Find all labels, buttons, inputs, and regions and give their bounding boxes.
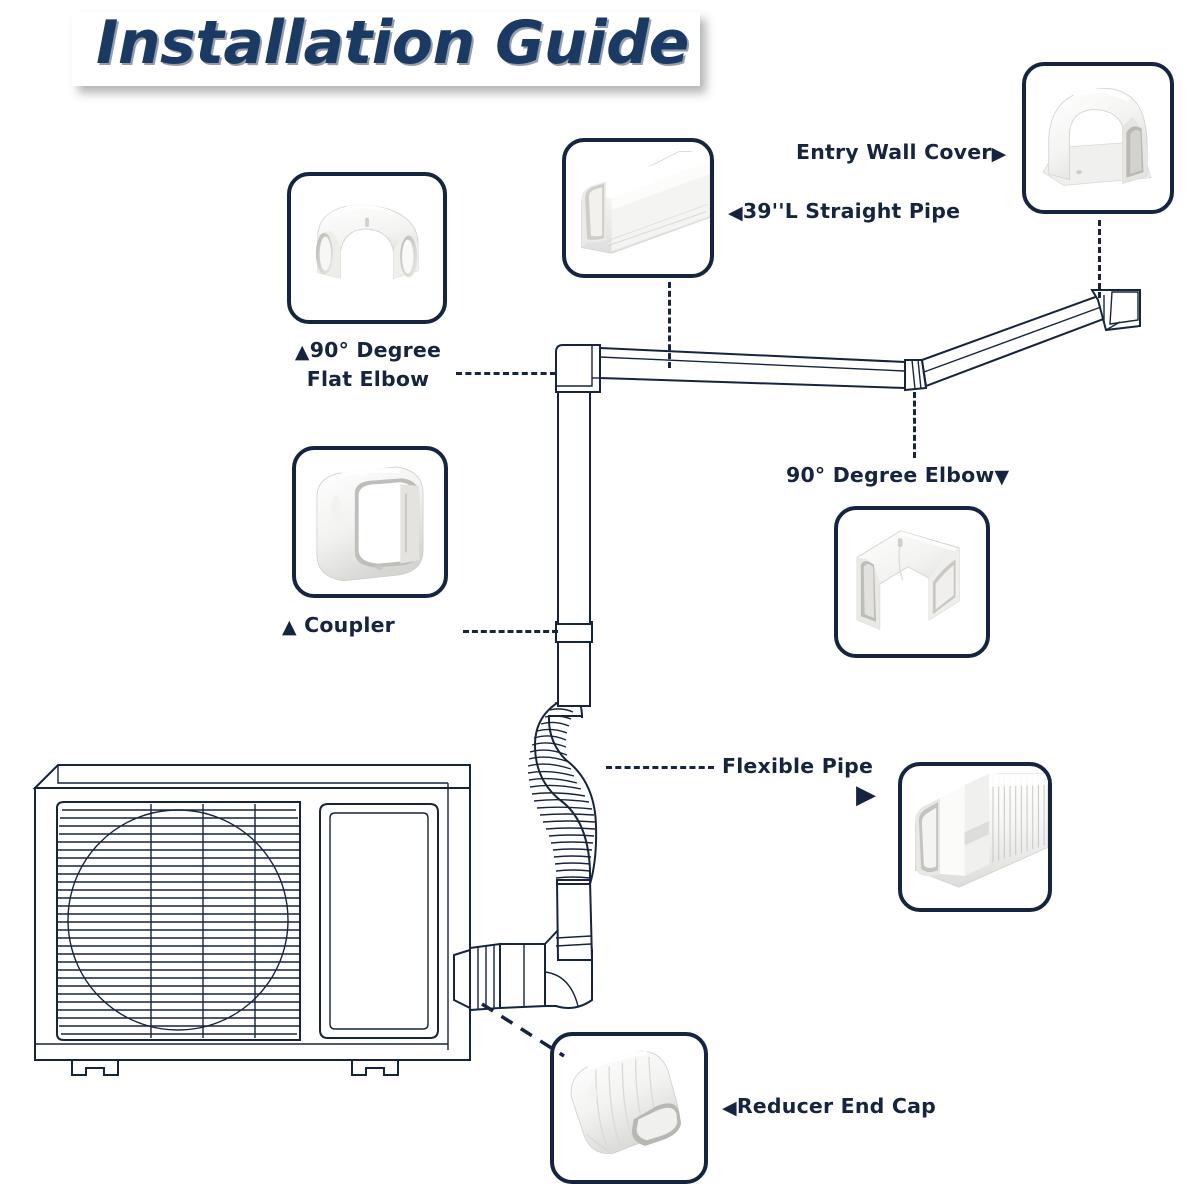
degree-elbow-on-run [904, 359, 928, 392]
rising-diagonal-pipe [920, 294, 1108, 388]
90-degree-elbow-photo [856, 530, 960, 630]
39-inch-straight-pipe-photo [581, 148, 710, 254]
page-title: Installation Guide [96, 8, 689, 78]
triangle-down-icon: ▼ [994, 466, 1010, 488]
flexible-pipe-photo [914, 773, 1048, 888]
outdoor-condenser-unit [32, 764, 471, 1076]
connector-reducer-end-cap [480, 1002, 566, 1058]
triangle-left-icon: ◀ [728, 202, 743, 224]
90-degree-flat-elbow-photo [315, 204, 419, 279]
flat-elbow-product-box [287, 172, 447, 324]
entry-wall-cover-photo [1042, 88, 1152, 186]
reducer-end-cap-label: ◀Reducer End Cap [722, 1094, 937, 1119]
flat-elbow-label: ▲90° Degree Flat Elbow [294, 338, 442, 391]
triangle-left-icon: ◀ [722, 1097, 737, 1119]
horizontal-straight-pipe [599, 346, 906, 390]
reducer-end-cap-product-box [550, 1032, 708, 1184]
straight-pipe-product-box [562, 138, 714, 278]
connector-coupler [463, 630, 558, 633]
connector-degree-elbow [913, 392, 916, 458]
flexible-pipe-product-box [898, 762, 1052, 912]
connector-flexible-pipe [606, 766, 714, 769]
triangle-up-icon: ▲ [282, 616, 297, 638]
flat-elbow-on-run [555, 344, 601, 393]
flexible-pipe-run [527, 391, 598, 961]
entry-wall-cover-label: Entry Wall Cover▶ [796, 140, 1007, 165]
flexible-pipe-label: Flexible Pipe [722, 754, 874, 778]
coupler-product-box [292, 446, 448, 598]
title-banner [72, 12, 700, 86]
bottom-elbow [544, 926, 593, 1009]
connector-flat-elbow [456, 372, 556, 375]
entry-wall-cover-product-box [1022, 62, 1174, 214]
degree-elbow-label: 90° Degree Elbow▼ [786, 463, 1010, 488]
triangle-up-icon: ▲ [294, 341, 310, 363]
connector-entry-wall-cover [1098, 220, 1101, 298]
triangle-right-icon: ▶ [991, 143, 1007, 165]
triangle-right-icon: ▶ [856, 780, 877, 810]
flexible-pipe-marker: ▶ [856, 782, 876, 809]
coupler-label: ▲ Coupler [282, 613, 395, 638]
reducer-end-cap-photo [570, 1050, 682, 1155]
straight-pipe-label: ◀39''L Straight Pipe [728, 199, 961, 224]
degree-elbow-product-box [834, 506, 990, 658]
reducer-end-cap-on-unit [453, 942, 546, 1012]
coupler-photo [316, 466, 424, 582]
connector-straight-pipe [668, 282, 671, 368]
